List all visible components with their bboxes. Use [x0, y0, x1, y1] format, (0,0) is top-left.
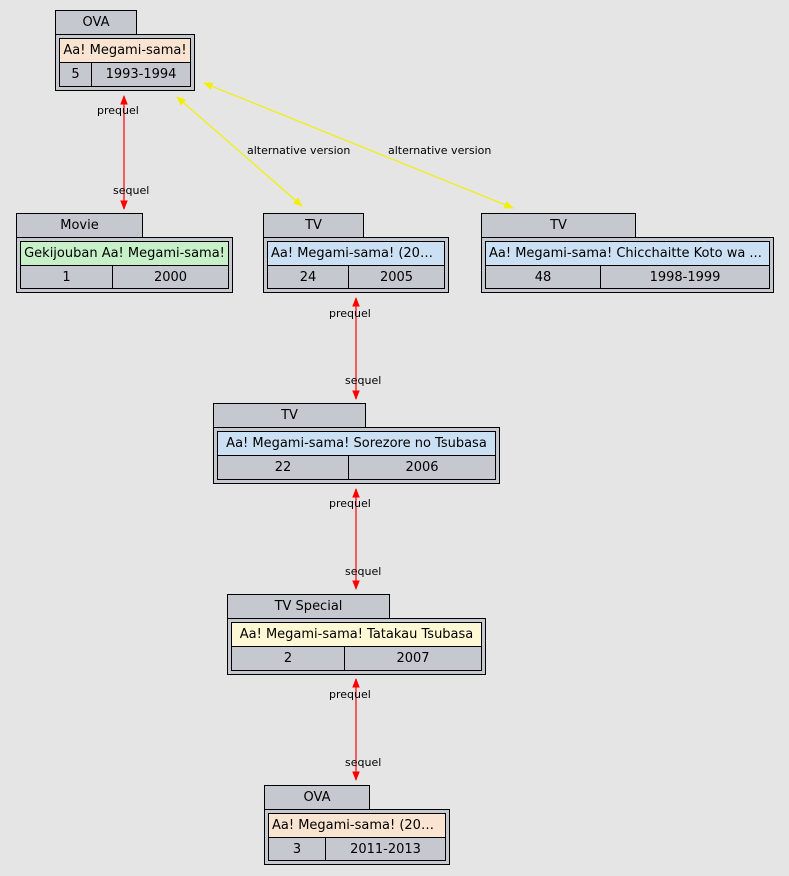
node-card: Aa! Megami-sama! (2005) 24 2005 [263, 237, 449, 293]
node-episodes: 5 [60, 63, 92, 86]
node-card: Gekijouban Aa! Megami-sama! 1 2000 [16, 237, 233, 293]
anime-node-ova-2011[interactable]: OVA Aa! Megami-sama! (2011) 3 2011-2013 [264, 785, 450, 865]
edge-label-prequel: prequel [329, 307, 371, 320]
node-type-tab: TV [481, 213, 636, 237]
anime-node-tv-2005[interactable]: TV Aa! Megami-sama! (2005) 24 2005 [263, 213, 449, 293]
edge-label-sequel: sequel [345, 374, 381, 387]
node-title: Aa! Megami-sama! Chicchaitte Koto wa ... [486, 242, 769, 266]
node-card: Aa! Megami-sama! (2011) 3 2011-2013 [264, 809, 450, 865]
edge-label-alternative-version: alternative version [388, 144, 491, 157]
node-years: 2000 [153, 270, 188, 285]
node-episodes: 48 [486, 266, 601, 288]
node-years: 1998-1999 [649, 270, 721, 285]
node-years: 2011-2013 [350, 842, 421, 857]
node-type-tab: TV Special [227, 594, 390, 618]
node-card: Aa! Megami-sama! Chicchaitte Koto wa ...… [481, 237, 774, 293]
node-title: Aa! Megami-sama! (2011) [269, 814, 445, 838]
node-card: Aa! Megami-sama! 5 1993-1994 [55, 34, 195, 91]
node-episodes: 22 [218, 456, 349, 479]
node-type-tab: OVA [55, 10, 137, 34]
node-episodes: 2 [232, 647, 345, 670]
edge-label-sequel: sequel [345, 756, 381, 769]
node-title: Aa! Megami-sama! Sorezore no Tsubasa [218, 432, 495, 456]
edge-label-prequel: prequel [329, 688, 371, 701]
anime-node-tv-chicchaitte[interactable]: TV Aa! Megami-sama! Chicchaitte Koto wa … [481, 213, 774, 293]
node-years: 2005 [379, 270, 414, 285]
node-title: Aa! Megami-sama! Tatakau Tsubasa [232, 623, 481, 647]
anime-node-tv-special[interactable]: TV Special Aa! Megami-sama! Tatakau Tsub… [227, 594, 486, 675]
node-type-tab: TV [213, 403, 366, 427]
node-type-tab: Movie [16, 213, 143, 237]
node-episodes: 3 [269, 838, 326, 860]
edge-label-prequel: prequel [97, 104, 139, 117]
node-type-tab: TV [263, 213, 364, 237]
node-title: Aa! Megami-sama! (2005) [268, 242, 444, 266]
edge-label-sequel: sequel [113, 184, 149, 197]
anime-node-movie[interactable]: Movie Gekijouban Aa! Megami-sama! 1 2000 [16, 213, 233, 293]
edge-label-sequel: sequel [345, 565, 381, 578]
edge-label-prequel: prequel [329, 497, 371, 510]
node-card: Aa! Megami-sama! Sorezore no Tsubasa 22 … [213, 427, 500, 484]
node-years: 2007 [396, 651, 430, 666]
node-card: Aa! Megami-sama! Tatakau Tsubasa 2 2007 [227, 618, 486, 675]
anime-node-tv-sorezore[interactable]: TV Aa! Megami-sama! Sorezore no Tsubasa … [213, 403, 500, 484]
edge-label-alternative-version: alternative version [247, 144, 350, 157]
node-title: Aa! Megami-sama! [60, 39, 190, 63]
node-years: 1993-1994 [105, 67, 177, 82]
node-episodes: 24 [268, 266, 349, 288]
edge-ova1-tvchicchai [203, 82, 514, 209]
node-years: 2006 [405, 460, 439, 475]
node-episodes: 1 [21, 266, 113, 288]
anime-node-ova-1993[interactable]: OVA Aa! Megami-sama! 5 1993-1994 [55, 10, 195, 91]
node-type-tab: OVA [264, 785, 370, 809]
node-title: Gekijouban Aa! Megami-sama! [21, 242, 228, 266]
